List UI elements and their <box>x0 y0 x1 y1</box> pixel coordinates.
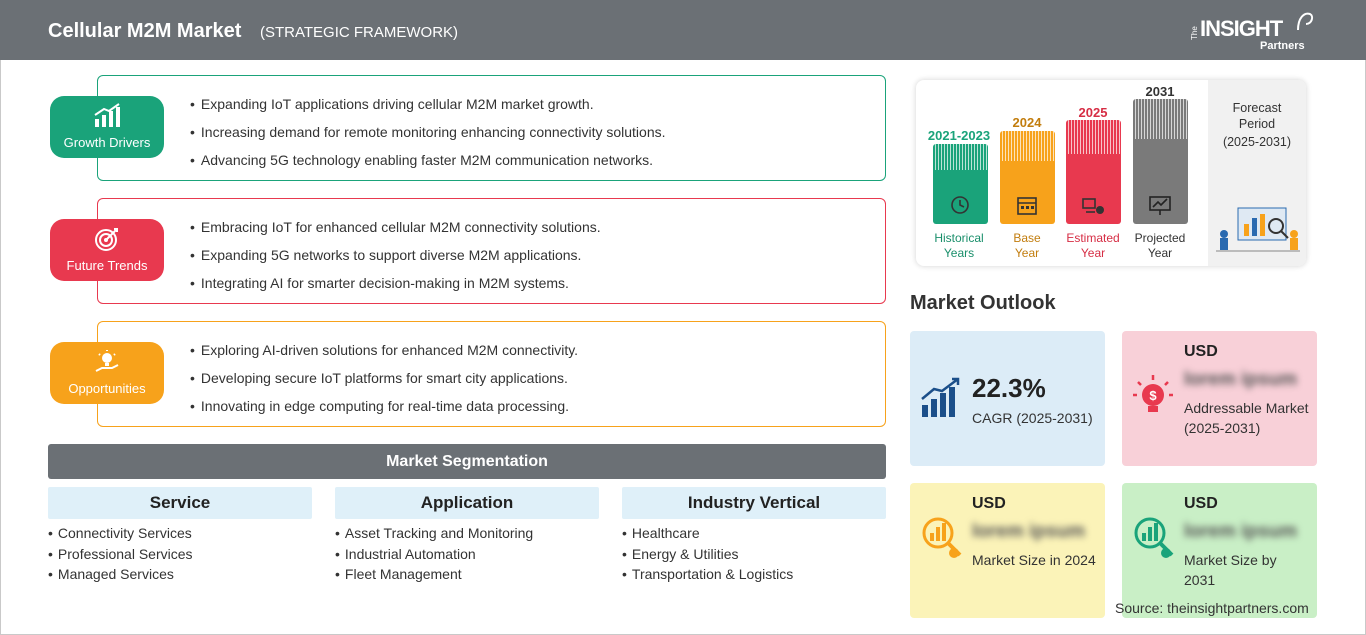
segment-item: Professional Services <box>48 544 312 565</box>
base-year-bar <box>1000 131 1055 224</box>
size-2024-value: lorem ipsum <box>972 521 1085 542</box>
bar-caption: Projected Year <box>1120 231 1200 261</box>
addressable-label: Addressable Market (2025-2031) <box>1184 400 1309 436</box>
bar-caption: Base Year <box>987 231 1067 261</box>
list-item: Advancing 5G technology enabling faster … <box>190 150 666 178</box>
size-2024-label: Market Size in 2024 <box>972 552 1096 568</box>
forecast-label: Forecast <box>1232 101 1282 115</box>
segment-item: Industrial Automation <box>335 544 599 565</box>
list-item: Integrating AI for smarter decision-maki… <box>190 273 601 301</box>
segment-item: Connectivity Services <box>48 523 312 544</box>
segment-column-service: Service Connectivity Services Profession… <box>48 487 312 585</box>
list-item: Innovating in edge computing for real-ti… <box>190 396 578 424</box>
size-2031-value: lorem ipsum <box>1184 521 1297 542</box>
segment-column-application: Application Asset Tracking and Monitorin… <box>335 487 599 585</box>
segment-heading: Application <box>335 487 599 519</box>
magnifier-chart-icon <box>1134 517 1174 558</box>
target-icon <box>95 228 118 251</box>
segmentation-title: Market Segmentation <box>48 444 886 479</box>
bar-caption: Historical Years <box>919 231 999 261</box>
segment-item: Energy & Utilities <box>622 544 886 565</box>
badge-label: Growth Drivers <box>63 135 151 150</box>
market-outlook-title: Market Outlook <box>910 292 1056 314</box>
source-link[interactable]: Source: theinsightpartners.com <box>1115 600 1309 616</box>
logo-arc-icon <box>1297 12 1314 31</box>
future-trends-list: Embracing IoT for enhanced cellular M2M … <box>190 217 601 301</box>
logo-insight: INSIGHT <box>1200 16 1283 41</box>
size-2024-usd: USD <box>972 495 1006 512</box>
forecast-range: (2025-2031) <box>1222 135 1292 149</box>
market-size-2031-card: USD lorem ipsum Market Size by 2031 <box>1122 483 1317 618</box>
opportunities-badge: Opportunities <box>50 342 164 404</box>
bar-year-label: 2021-2023 <box>927 128 991 143</box>
growth-drivers-badge: Growth Drivers <box>50 96 164 158</box>
cagr-label: CAGR (2025-2031) <box>972 410 1093 426</box>
caption-line: Year <box>1014 246 1040 260</box>
list-item: Developing secure IoT platforms for smar… <box>190 368 578 396</box>
svg-text:$: $ <box>1149 388 1157 403</box>
segment-heading: Service <box>48 487 312 519</box>
segment-column-industry-vertical: Industry Vertical Healthcare Energy & Ut… <box>622 487 886 585</box>
bar-year-label: 2024 <box>1012 115 1042 130</box>
opportunities-list: Exploring AI-driven solutions for enhanc… <box>190 340 578 424</box>
addressable-usd: USD <box>1184 343 1218 360</box>
segment-item: Managed Services <box>48 564 312 585</box>
caption-line: Estimated <box>1066 231 1120 245</box>
segment-heading: Industry Vertical <box>622 487 886 519</box>
lightbulb-dollar-icon: $ <box>1133 375 1173 412</box>
cagr-value: 22.3% <box>972 373 1046 403</box>
bar-caption: Estimated Year <box>1053 231 1133 261</box>
growth-chart-icon <box>921 377 960 417</box>
analytics-team-icon <box>1216 207 1300 252</box>
logo-the: The <box>1190 26 1199 40</box>
logo-partners: Partners <box>1260 40 1305 52</box>
lightbulb-hand-icon <box>95 350 119 372</box>
caption-line: Year <box>1147 246 1173 260</box>
projected-year-bar <box>1133 99 1188 224</box>
segment-item: Transportation & Logistics <box>622 564 886 585</box>
caption-line: Projected <box>1134 231 1186 245</box>
addressable-value: lorem ipsum <box>1184 369 1297 390</box>
history-icon <box>951 196 969 214</box>
caption-line: Year <box>1080 246 1106 260</box>
list-item: Embracing IoT for enhanced cellular M2M … <box>190 217 601 245</box>
segment-item: Fleet Management <box>335 564 599 585</box>
growth-drivers-list: Expanding IoT applications driving cellu… <box>190 94 666 178</box>
caption-line: Years <box>943 246 975 260</box>
bar-year-label: 2025 <box>1078 105 1108 120</box>
list-item: Increasing demand for remote monitoring … <box>190 122 666 150</box>
opportunities-panel: Exploring AI-driven solutions for enhanc… <box>97 321 886 427</box>
badge-label: Future Trends <box>66 258 148 273</box>
list-item: Expanding IoT applications driving cellu… <box>190 94 666 122</box>
list-item: Exploring AI-driven solutions for enhanc… <box>190 340 578 368</box>
size-2031-usd: USD <box>1184 495 1218 512</box>
future-trends-panel: Embracing IoT for enhanced cellular M2M … <box>97 198 886 304</box>
caption-line: Base <box>1013 231 1041 245</box>
addressable-market-card: $ USD lorem ipsum Addressable Market (20… <box>1122 331 1317 466</box>
bar-year-label: 2031 <box>1145 84 1175 99</box>
growth-drivers-panel: Expanding IoT applications driving cellu… <box>97 75 886 181</box>
size-2031-label: Market Size by 2031 <box>1184 552 1277 588</box>
magnifier-chart-icon <box>922 517 962 558</box>
period-label: Period <box>1238 117 1276 131</box>
growth-chart-icon <box>94 103 120 127</box>
historical-years-bar <box>933 144 988 224</box>
caption-line: Historical <box>934 231 984 245</box>
presentation-icon <box>1149 196 1171 215</box>
calendar-icon <box>1017 197 1037 215</box>
cagr-card: 22.3% CAGR (2025-2031) <box>910 331 1105 466</box>
estimate-icon <box>1082 198 1104 214</box>
page-subtitle: (STRATEGIC FRAMEWORK) <box>260 24 459 41</box>
header-bar: Cellular M2M Market (STRATEGIC FRAMEWORK… <box>0 0 1366 60</box>
badge-label: Opportunities <box>68 381 146 396</box>
forecast-period-panel: Forecast Period (2025-2031) <box>1208 80 1306 266</box>
future-trends-badge: Future Trends <box>50 219 164 281</box>
market-size-2024-card: USD lorem ipsum Market Size in 2024 <box>910 483 1105 618</box>
list-item: Expanding 5G networks to support diverse… <box>190 245 601 273</box>
estimated-year-bar <box>1066 120 1121 224</box>
insight-partners-logo: The INSIGHT Partners <box>1190 10 1320 54</box>
segment-item: Healthcare <box>622 523 886 544</box>
page-title: Cellular M2M Market <box>48 20 242 42</box>
segment-item: Asset Tracking and Monitoring <box>335 523 599 544</box>
